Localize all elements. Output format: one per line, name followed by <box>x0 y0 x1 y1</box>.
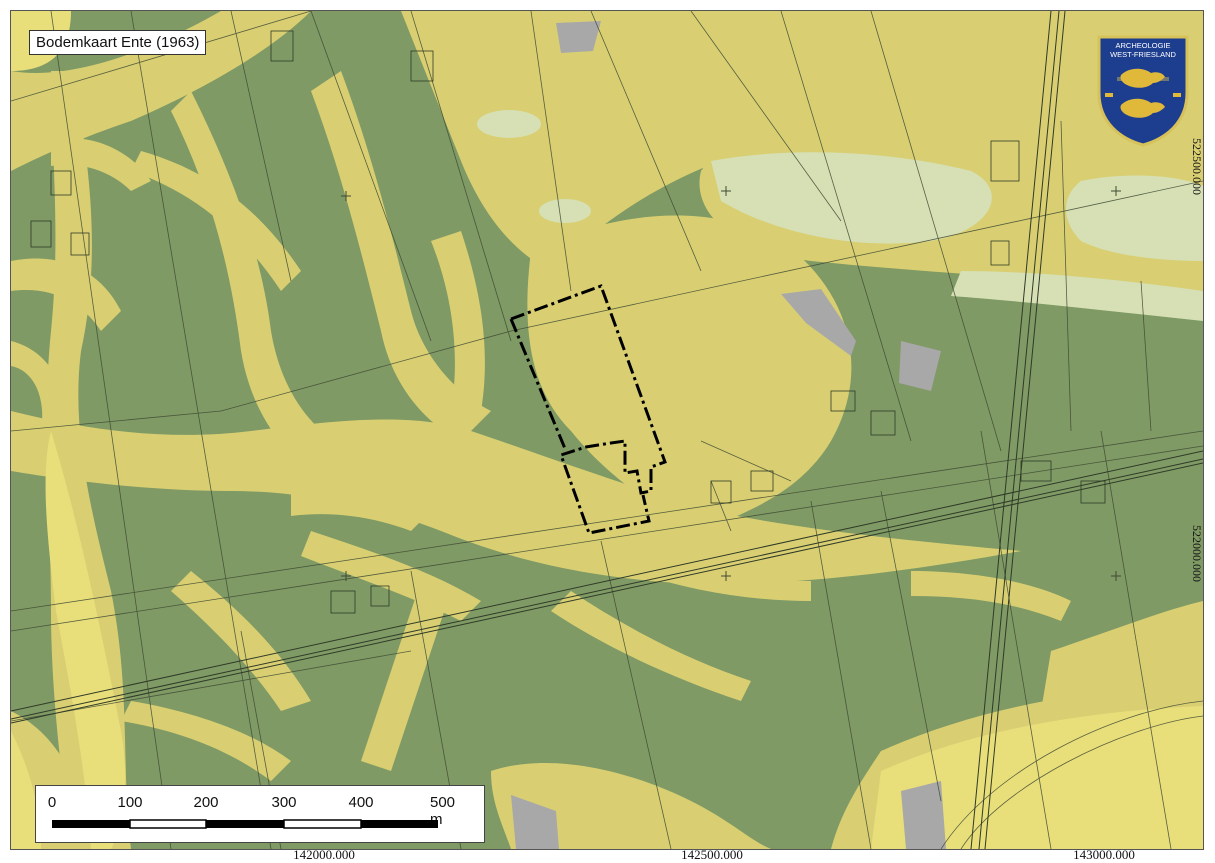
logo-line2: WEST-FRIESLAND <box>1110 50 1176 59</box>
archeologie-west-friesland-logo: ARCHEOLOGIE WEST-FRIESLAND <box>1095 35 1191 147</box>
grey-built-areas <box>511 21 946 849</box>
grid-crosses <box>341 186 1121 581</box>
roads <box>11 11 1203 849</box>
pale-soil-areas <box>477 110 1203 321</box>
scale-label-0: 0 <box>47 794 57 811</box>
study-area-inner-outline <box>509 318 568 452</box>
buildings <box>30 30 1106 614</box>
map-canvas[interactable]: Bodemkaart Ente (1963) ARCHEOLOGIE WEST-… <box>10 10 1204 850</box>
scale-bar: 0 100 200 300 400 500 m <box>35 785 485 843</box>
y-coordinate-522500: 522500.000 <box>1190 138 1204 195</box>
x-coordinate-143000: 143000.000 <box>1073 847 1135 862</box>
lion-shield-logo: ARCHEOLOGIE WEST-FRIESLAND <box>1097 35 1189 147</box>
x-coordinate-142000: 142000.000 <box>293 847 355 862</box>
parcel-lines <box>11 11 1203 849</box>
scale-label-400: 400 <box>348 794 374 811</box>
logo-line1: ARCHEOLOGIE <box>1115 41 1170 50</box>
study-area-outline <box>510 284 667 535</box>
soil-map <box>11 11 1203 849</box>
y-coordinate-522000: 522000.000 <box>1190 525 1204 582</box>
scale-label-100: 100 <box>117 794 143 811</box>
scale-label-300: 300 <box>271 794 297 811</box>
scale-bar-segments <box>52 819 438 829</box>
map-title: Bodemkaart Ente (1963) <box>29 30 207 55</box>
x-coordinate-142500: 142500.000 <box>681 847 743 862</box>
scale-label-200: 200 <box>193 794 219 811</box>
